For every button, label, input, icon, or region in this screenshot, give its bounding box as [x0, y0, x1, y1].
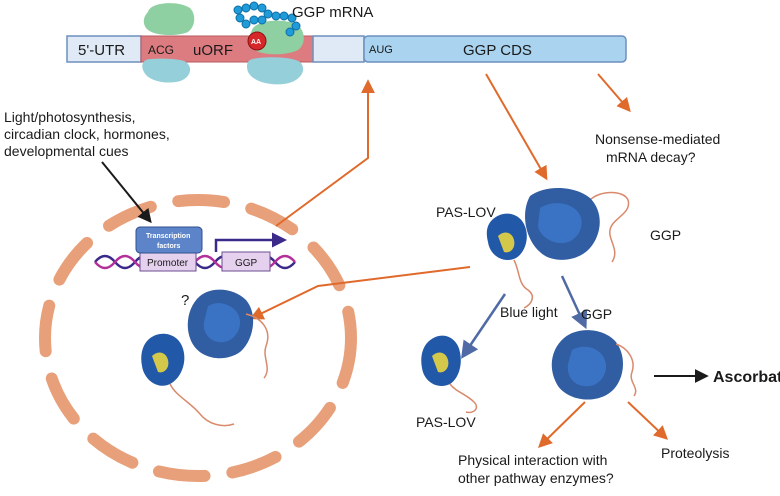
nmd-line-1: Nonsense-mediated	[595, 131, 720, 147]
ascorbate-label: Ascorbate	[713, 369, 780, 386]
pas-lov-dissociated	[421, 335, 478, 414]
proteolysis-arrow	[627, 401, 669, 440]
cds-segment	[363, 35, 627, 63]
signals-arrow	[101, 161, 152, 224]
signals-line-1: Light/photosynthesis,	[4, 109, 136, 125]
transcription-to-mrna-arrow	[275, 79, 375, 227]
transcription-factors-box	[135, 226, 203, 254]
nascent-peptide	[233, 1, 301, 37]
nuclear-question-mark: ?	[181, 292, 189, 309]
tf-label-line-1: Transcription	[146, 233, 190, 240]
nuclear-complex	[141, 289, 269, 427]
blue-light-ggp-arrow	[560, 275, 588, 330]
pas-lov-top-label: PAS-LOV	[436, 204, 496, 220]
interaction-arrow	[537, 401, 586, 448]
pas-lov-bottom-label: PAS-LOV	[416, 414, 476, 430]
utr-label: 5'-UTR	[78, 42, 125, 59]
ggp-top-label: GGP	[650, 227, 681, 243]
utr-segment	[66, 35, 142, 63]
gene-box	[221, 251, 271, 272]
physical-interaction-line-2: other pathway enzymes?	[458, 470, 614, 486]
aa-badge-circle	[247, 31, 267, 51]
acg-label: ACG	[148, 43, 174, 57]
signals-line-3: developmental cues	[4, 143, 129, 159]
blue-light-pas-arrow	[461, 293, 507, 359]
blue-light-label: Blue light	[500, 304, 558, 320]
signals-line-2: circadian clock, hormones,	[4, 126, 170, 142]
tf-label-line-2: factors	[157, 243, 180, 250]
cds-to-nmd-arrow	[597, 73, 631, 113]
spacer-segment	[312, 35, 365, 63]
proteolysis-label: Proteolysis	[661, 445, 729, 461]
transcription-start-arrow	[214, 232, 287, 252]
ribosome-left	[142, 3, 195, 83]
cds-to-protein-arrow	[485, 73, 548, 181]
pas-lov-ggp-complex-top	[486, 187, 630, 309]
protein-to-nucleus-arrow	[249, 266, 471, 320]
nucleus-boundary	[39, 194, 357, 482]
mrna-title: GGP mRNA	[292, 4, 373, 21]
physical-interaction-line-1: Physical interaction with	[458, 452, 607, 468]
mrna-bar	[66, 35, 627, 63]
nmd-line-2: mRNA decay?	[606, 149, 696, 165]
cds-label: GGP CDS	[463, 42, 532, 59]
aa-badge-label: AA	[251, 39, 261, 46]
gene-label: GGP	[235, 258, 258, 269]
ggp-right-label: GGP	[581, 306, 612, 322]
ggp-monomer	[551, 330, 637, 400]
promoter-label: Promoter	[147, 258, 189, 269]
uorf-label: uORF	[193, 42, 233, 59]
aug-label: AUG	[369, 44, 393, 56]
